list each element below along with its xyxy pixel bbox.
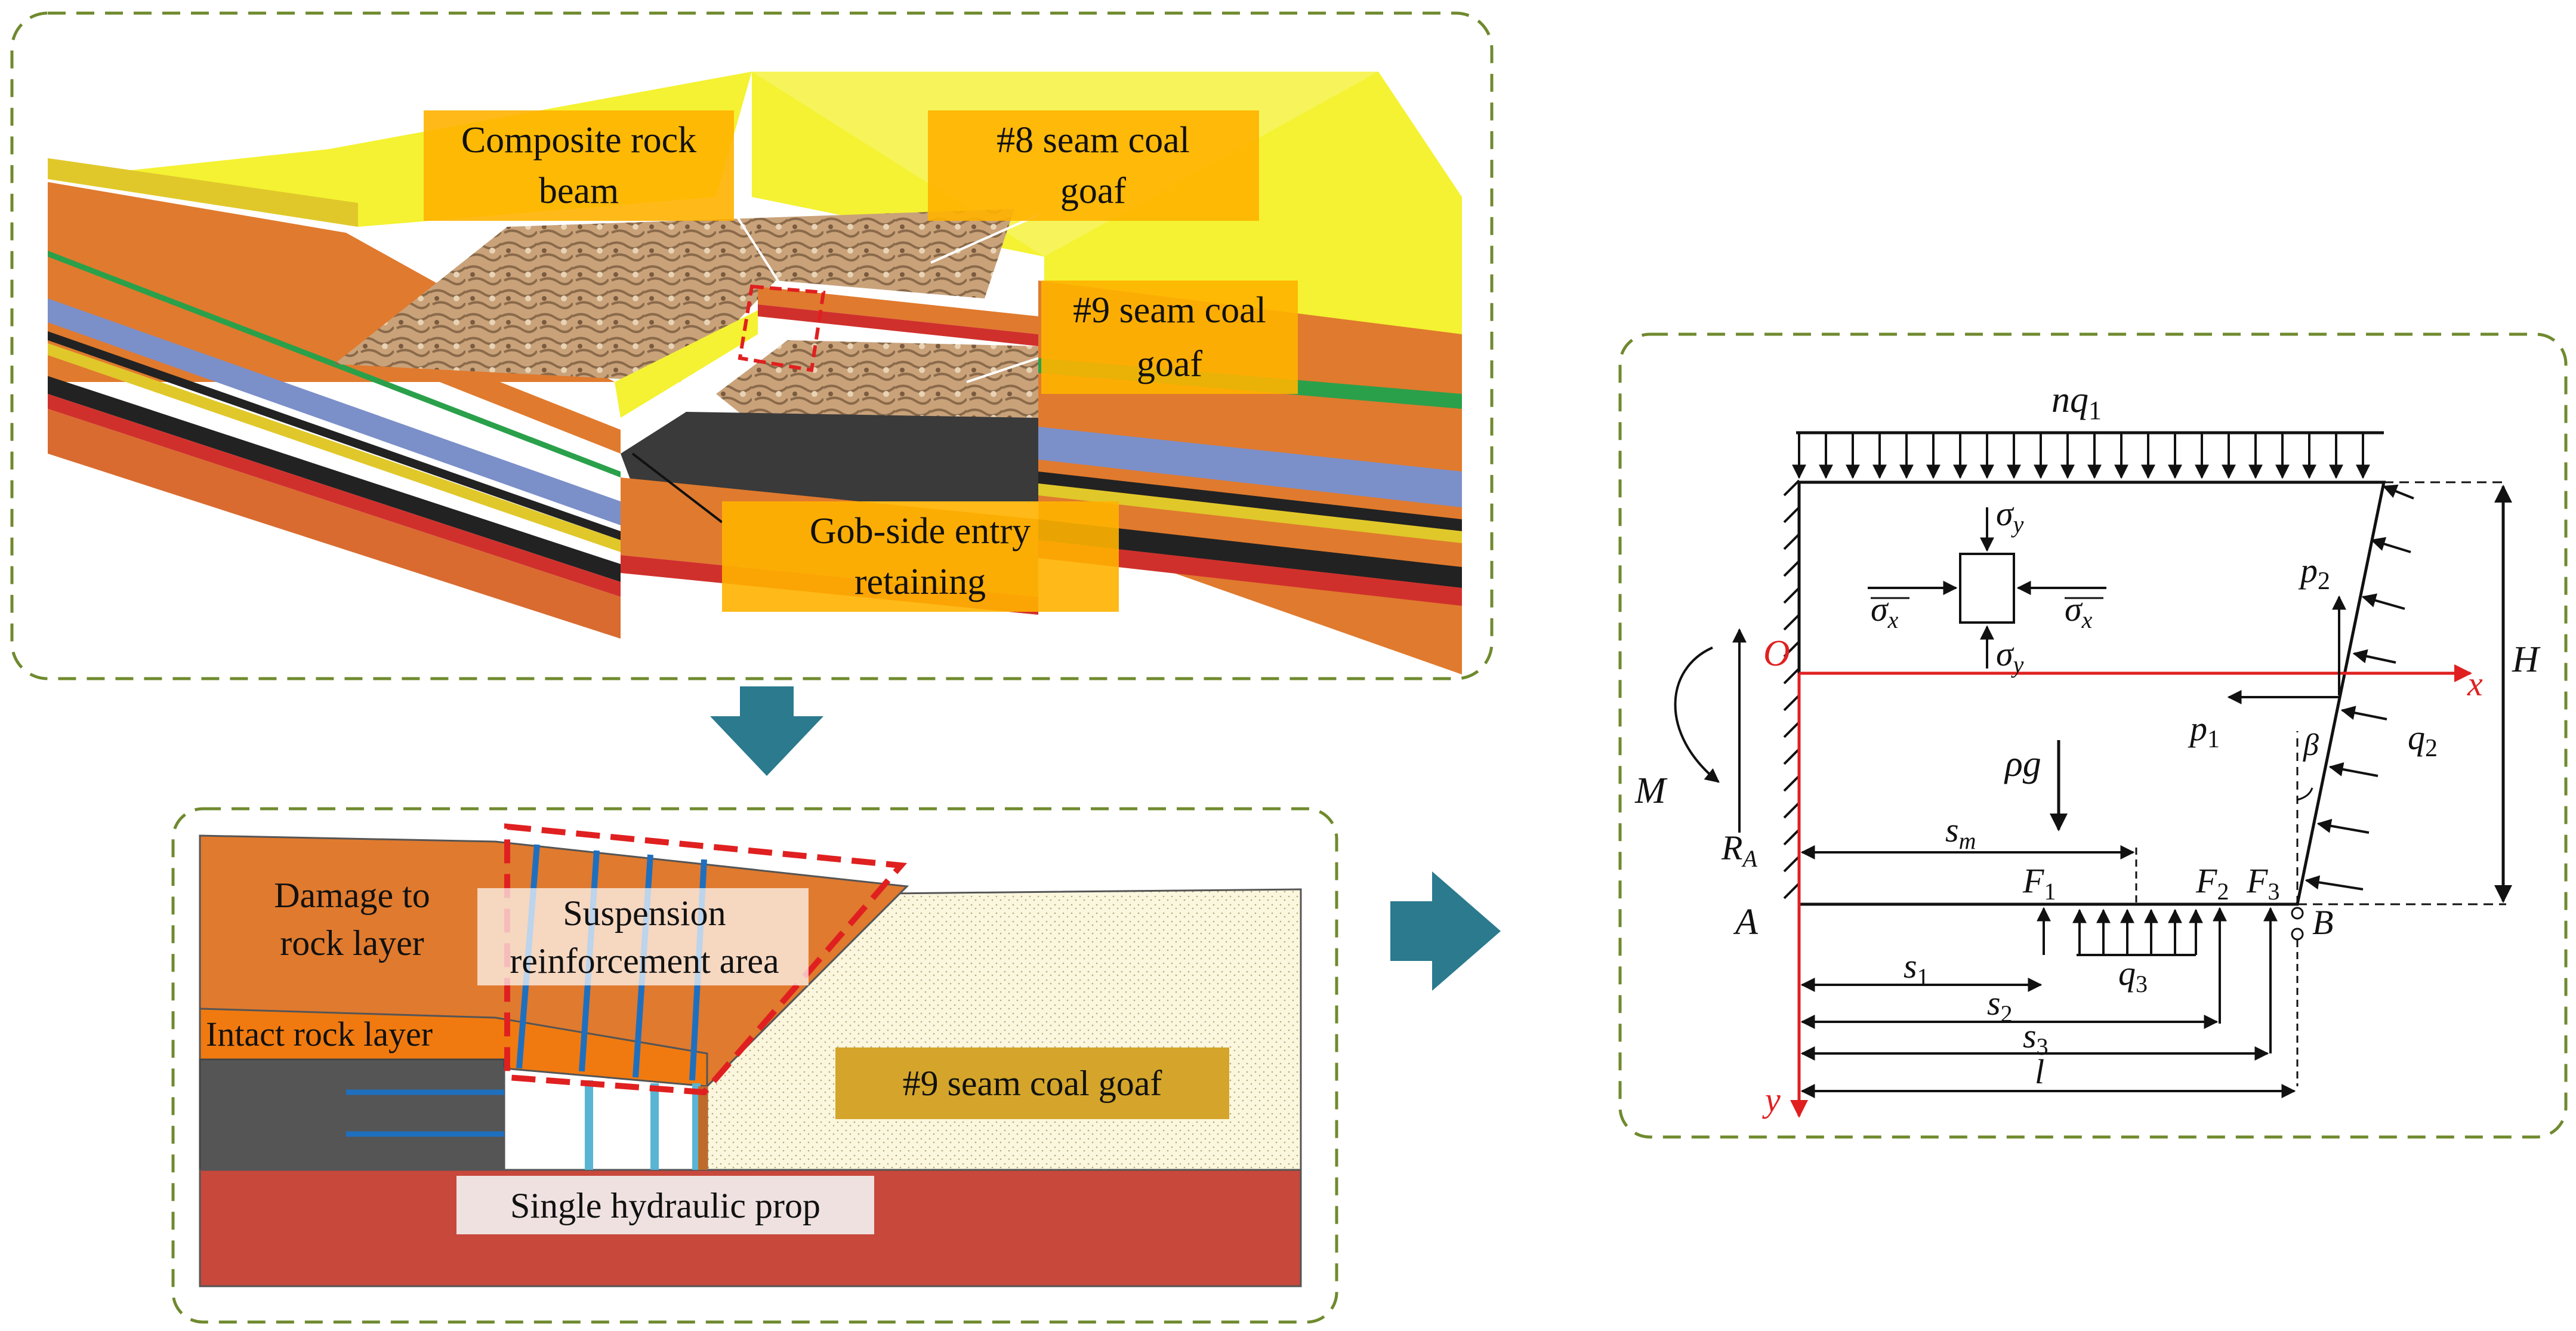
down-arrow — [710, 686, 823, 776]
svg-text:#9 seam coal: #9 seam coal — [1073, 290, 1266, 331]
sm-label: sm — [1945, 811, 1976, 854]
seam8-goaf-surface — [334, 209, 1014, 382]
load-q2: q2 — [2304, 484, 2438, 891]
p2-label: p2 — [2298, 551, 2330, 595]
panel-3d-frame — [10, 11, 1494, 680]
moment-arrow — [1674, 646, 1720, 783]
label-prop: Single hydraulic prop — [510, 1186, 820, 1225]
H-label: H — [2512, 639, 2541, 680]
svg-text:#8 seam coal: #8 seam coal — [997, 120, 1190, 161]
label-composite-rock-beam: Composite rock beam — [424, 110, 734, 221]
label-intact: Intact rock layer — [206, 1015, 433, 1053]
s3-label: s3 — [2023, 1016, 2049, 1060]
gravity-label: ρg — [2004, 744, 2041, 784]
svg-text:goaf: goaf — [1137, 344, 1203, 384]
F2-label: F2 — [2195, 861, 2229, 905]
suspension-area-marker — [504, 823, 908, 1096]
label-damage: Damage to — [274, 876, 430, 915]
l-label: l — [2035, 1052, 2044, 1091]
panel-3d-strata: Composite rock beam #8 seam coal goaf #9… — [10, 11, 1494, 680]
panel-section-frame — [171, 807, 1338, 1324]
svg-text:Gob-side entry: Gob-side entry — [810, 511, 1031, 551]
stress-element: σy σy σx σx — [1868, 494, 2106, 678]
panel-section: Damage to rock layer Suspension reinforc… — [171, 807, 1338, 1324]
panel-mechanics: nq1 O x y σy σy — [1618, 332, 2568, 1139]
seam9-goaf-surface — [716, 340, 1038, 424]
svg-text:σy: σy — [1996, 634, 2024, 678]
p1-label: p1 — [2188, 709, 2220, 753]
svg-text:q2: q2 — [2408, 718, 2438, 762]
svg-text:reinforcement area: reinforcement area — [510, 941, 779, 981]
panel-mechanics-frame — [1618, 332, 2568, 1139]
beta-label: β — [2303, 728, 2319, 762]
left-block — [48, 72, 752, 639]
svg-text:goaf: goaf — [1060, 171, 1127, 211]
label-goaf9: #9 seam coal goaf — [903, 1064, 1162, 1103]
gob-side-entry — [621, 412, 1038, 501]
svg-text:σx: σx — [2065, 590, 2093, 633]
point-B-label: B — [2312, 903, 2333, 942]
right-arrow — [1390, 871, 1501, 991]
svg-text:retaining: retaining — [854, 562, 986, 602]
fixed-support — [1783, 479, 1800, 904]
load-nq1: nq1 — [1792, 380, 2384, 479]
svg-text:nq1: nq1 — [2051, 380, 2102, 425]
s1-label: s1 — [1904, 947, 1929, 990]
origin-label: O — [1763, 633, 1790, 674]
load-q3: q3 — [2072, 908, 2203, 997]
label-seam8-goaf: #8 seam coal goaf — [928, 110, 1259, 221]
beam-body — [1797, 480, 2386, 906]
point-A-label: A — [1733, 902, 1759, 942]
label-gob-side-entry: Gob-side entry retaining — [722, 501, 1119, 612]
svg-text:q3: q3 — [2118, 954, 2148, 997]
reaction-label: RA — [1721, 828, 1757, 872]
label-suspension: Suspension — [563, 894, 726, 933]
F1-label: F1 — [2022, 861, 2056, 905]
svg-text:σx: σx — [1871, 590, 1899, 633]
svg-text:σy: σy — [1996, 494, 2024, 538]
svg-text:rock layer: rock layer — [280, 923, 424, 963]
svg-text:beam: beam — [539, 171, 619, 211]
moment-label: M — [1634, 771, 1668, 811]
x-axis-label: x — [2467, 664, 2483, 703]
label-seam9-goaf: #9 seam coal goaf — [1041, 281, 1298, 394]
F3-label: F3 — [2246, 861, 2279, 905]
svg-text:Composite rock: Composite rock — [461, 120, 696, 161]
composite-beam-marker — [738, 284, 826, 372]
s2-label: s2 — [1987, 984, 2013, 1027]
y-axis-label: y — [1762, 1080, 1781, 1119]
